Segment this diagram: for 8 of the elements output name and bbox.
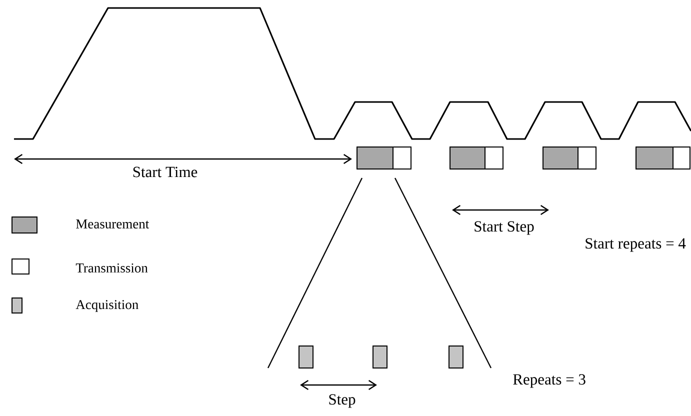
- legend-label: Acquisition: [76, 300, 138, 312]
- legend-label: Measurement: [76, 220, 150, 228]
- dimension-label: Start Step: [474, 221, 534, 235]
- dimension-label: Start Time: [133, 166, 198, 178]
- legend-label: Transmission: [76, 263, 148, 273]
- dimension-label: Repeats = 3: [513, 374, 586, 388]
- dimension-label: Start repeats = 4: [586, 238, 686, 252]
- dimension-label: Step: [329, 394, 356, 408]
